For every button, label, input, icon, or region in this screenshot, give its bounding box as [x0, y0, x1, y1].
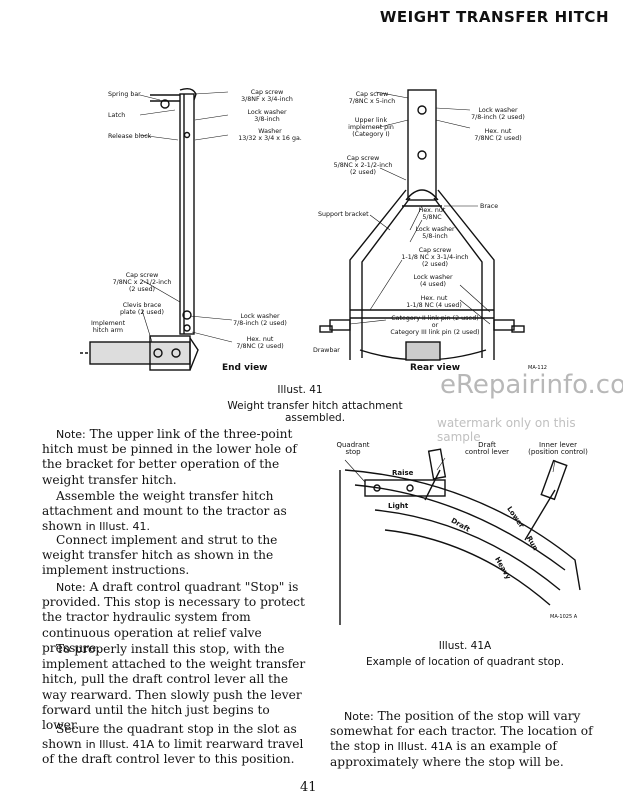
- label-clevis-brace-plate: plate (2 used): [119, 309, 164, 316]
- rear-view-title: Rear view: [410, 363, 461, 373]
- label-lock-washer-c: Lock washer: [413, 274, 453, 281]
- label-upper-link-pin: implement pin: [348, 124, 394, 131]
- note-label: Note:: [344, 710, 374, 723]
- watermark-main: eRepairinfo.com: [440, 370, 623, 400]
- label-latch: Latch: [108, 112, 126, 119]
- end-view-title: End view: [222, 363, 268, 373]
- label-upper-link: Upper link: [354, 117, 388, 124]
- label-cap-screw-b: Cap screw: [346, 155, 380, 162]
- label-upper-link-category: (Category I): [352, 131, 390, 138]
- label-cap-screw-2-size: 7/8NC x 2-1/2-inch: [112, 279, 172, 286]
- paragraph-connect: Connect implement and strut to the weigh…: [42, 533, 278, 578]
- illust-41-reference: in Illust. 41.: [85, 520, 150, 534]
- rear-view-diagram: [319, 89, 525, 361]
- label-cap-screw-2-count: (2 used): [128, 286, 156, 293]
- label-support-bracket: Support bracket: [318, 211, 369, 218]
- note-label: Note:: [56, 428, 86, 441]
- label-drawbar: Drawbar: [313, 347, 340, 354]
- note-label: Note:: [56, 581, 86, 594]
- label-cap-screw-size: 3/8NF x 3/4-inch: [241, 96, 293, 103]
- label-hex-nut-b-size: 5/8NC: [422, 214, 442, 221]
- illust-41a-caption: Example of location of quadrant stop.: [365, 656, 565, 668]
- quadrant-diagram: [339, 448, 581, 625]
- label-cap-screw-c-size: 1-1/8 NC x 3-1/4-inch: [401, 254, 469, 261]
- label-lock-washer-b: Lock washer: [415, 226, 455, 233]
- label-raise: Raise: [392, 469, 414, 477]
- illust-41-number: Illust. 41: [277, 384, 323, 396]
- label-cap-screw-c: Cap screw: [418, 247, 452, 254]
- label-hex-nut-a: Hex. nut: [484, 128, 512, 135]
- paragraph-note-upper-link: Note: The upper link of the three-point …: [42, 427, 297, 487]
- label-hitch-arm: hitch arm: [92, 327, 124, 334]
- paragraph-secure-stop: Secure the quadrant stop in the slot as …: [42, 722, 304, 767]
- label-category-3-pin: Category III link pin (2 used): [390, 329, 480, 336]
- paragraph-assemble: Assemble the weight transfer hitch attac…: [42, 489, 287, 534]
- paragraph-install-stop: To properly install this stop, with the …: [42, 642, 306, 733]
- label-light: Light: [388, 502, 409, 510]
- label-hex-nut-b: Hex. nut: [418, 207, 446, 214]
- label-washer: Washer: [258, 128, 282, 135]
- label-quadrant: Quadrant: [336, 441, 370, 449]
- label-lock-washer: Lock washer: [247, 109, 287, 116]
- label-hex-nut-a-size: 7/8NC (2 used): [474, 135, 522, 142]
- label-implement: Implement: [90, 320, 126, 327]
- label-lock-washer-size: 3/8-inch: [254, 116, 280, 123]
- label-lock-washer-c-count: (4 used): [419, 281, 447, 288]
- label-category-2-pin: Category II link pin (2 used): [391, 315, 479, 322]
- label-washer-size: 13/32 x 3/4 x 16 ga.: [238, 135, 302, 142]
- label-hex-nut-c: Hex. nut: [420, 295, 448, 302]
- label-lock-washer-a: Lock washer: [478, 107, 518, 114]
- paragraph-note-stop-position: Note: The position of the stop will vary…: [330, 709, 593, 769]
- watermark-sub: watermark only on this sample: [437, 416, 576, 444]
- label-release-block: Release block: [108, 133, 152, 140]
- label-hex-nut-size: 7/8NC (2 used): [236, 343, 284, 350]
- illust-41a-number: Illust. 41A: [438, 640, 492, 652]
- label-hex-nut: Hex. nut: [246, 336, 274, 343]
- label-hex-nut-c-size: 1-1/8 NC (4 used): [406, 302, 462, 309]
- label-cap-screw: Cap screw: [250, 89, 284, 96]
- page-number: 41: [300, 780, 317, 795]
- label-lock-washer-2: Lock washer: [240, 313, 280, 320]
- label-lock-washer-b-size: 5/8-inch: [422, 233, 448, 240]
- label-or: or: [431, 322, 439, 329]
- label-cap-screw-a-size: 7/8NC x 5-inch: [348, 98, 396, 105]
- label-cap-screw-b-size: 5/8NC x 2-1/2-inch: [333, 162, 393, 169]
- illust-41a-reference: in Illust. 41A: [384, 740, 453, 754]
- page-header-title: WEIGHT TRANSFER HITCH: [379, 8, 609, 26]
- paragraph-note-stop: Note: A draft control quadrant "Stop" is…: [42, 580, 305, 655]
- label-draft: Draft: [478, 441, 496, 449]
- label-cap-screw-a: Cap screw: [355, 91, 389, 98]
- illust-41a-reference: in Illust. 41A: [85, 738, 155, 752]
- label-lock-washer-a-size: 7/8-inch (2 used): [471, 114, 525, 121]
- label-cap-screw-c-count: (2 used): [421, 261, 449, 268]
- label-quadrant-stop: stop: [345, 448, 361, 456]
- illust-41-caption: Weight transfer hitch attachment assembl…: [227, 400, 403, 424]
- label-draft-control-lever: control lever: [464, 448, 510, 456]
- quadrant-code: MA-1025 A: [550, 614, 578, 620]
- label-cap-screw-2: Cap screw: [125, 272, 159, 279]
- label-cap-screw-b-count: (2 used): [349, 169, 377, 176]
- end-view-diagram: [80, 87, 233, 371]
- label-brace: Brace: [480, 203, 499, 210]
- label-clevis-brace: Clevis brace: [122, 302, 162, 309]
- label-position-control: (position control): [528, 448, 588, 456]
- label-lock-washer-2-size: 7/8-inch (2 used): [233, 320, 287, 327]
- rear-view-code: MA-112: [528, 365, 547, 371]
- label-spring-bar: Spring bar: [108, 91, 141, 98]
- label-inner-lever: Inner lever: [539, 441, 577, 449]
